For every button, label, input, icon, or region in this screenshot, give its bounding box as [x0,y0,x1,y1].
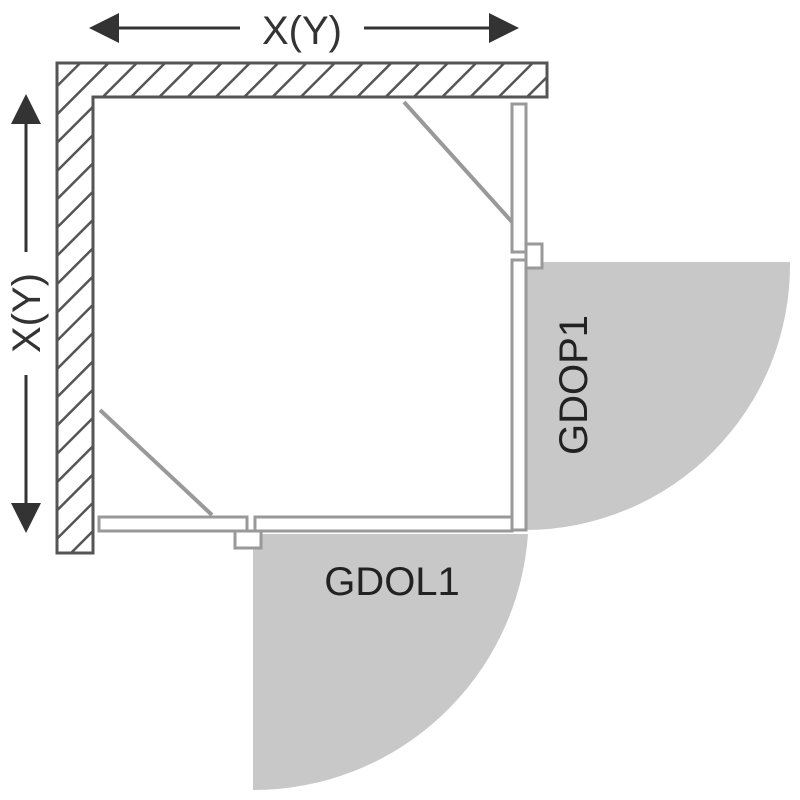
right-fixed-panel [510,102,528,254]
left-door-swing-line [98,408,214,517]
top-door-swing-line [402,100,514,224]
top-dimension-label: X(Y) [262,9,342,53]
left-door-swing-area [253,534,528,791]
left-door-panel [253,515,514,533]
side-dimension-label: X(Y) [5,273,49,353]
left-fixed-panel [97,515,249,533]
right-door-swing-area [525,262,791,530]
left-door-handle-block [233,529,263,550]
left-door-label: GDOL1 [324,560,460,604]
wall-corner [55,61,549,555]
right-door-label: GDOP1 [552,315,596,455]
right-door-panel [510,258,528,532]
right-door-handle-block [524,242,544,270]
